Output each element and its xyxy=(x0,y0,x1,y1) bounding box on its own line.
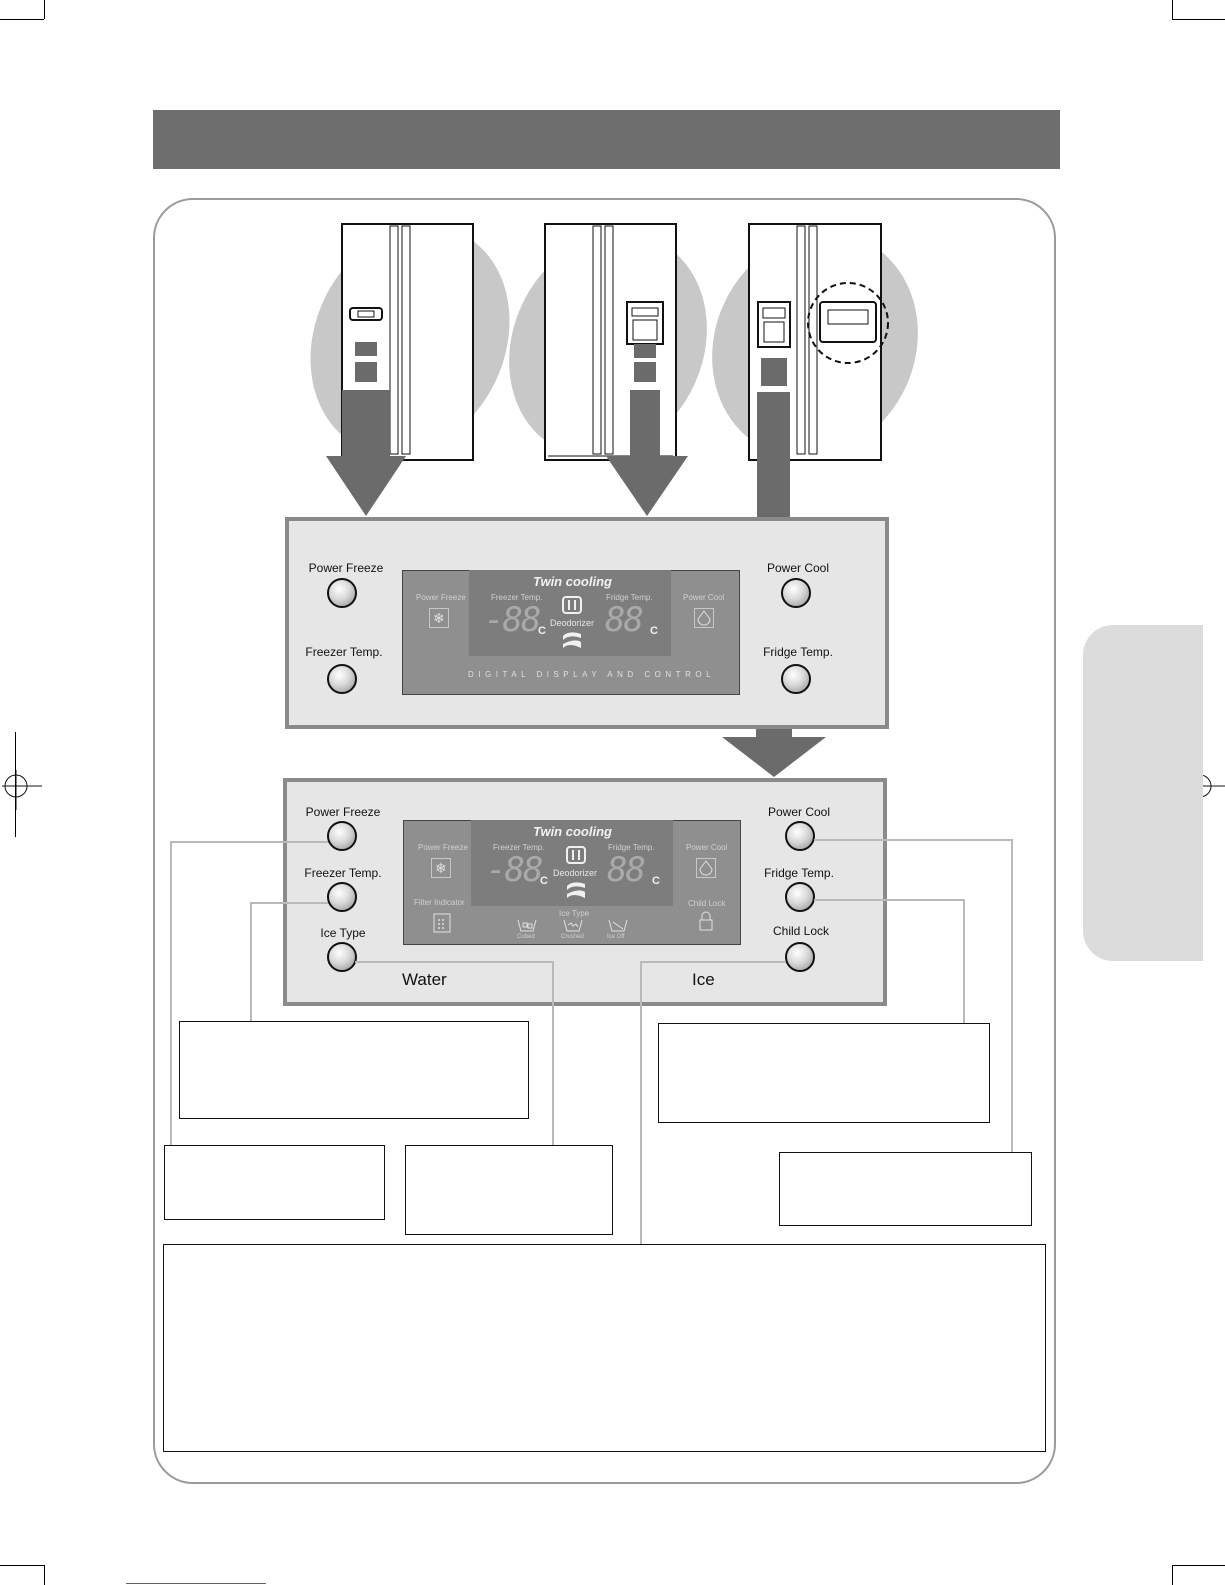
crop-mark xyxy=(44,1565,45,1585)
deodorizer-icon xyxy=(566,846,586,864)
fridge-temp-label: Fridge Temp. xyxy=(763,645,833,659)
deodorizer-label: Deodorizer xyxy=(550,618,595,628)
fridge-temp-button[interactable] xyxy=(785,882,815,912)
ice-off-label: Ice Off xyxy=(607,934,625,940)
crop-mark xyxy=(1172,1565,1225,1566)
crop-mark xyxy=(15,732,16,837)
fridge-temp-digits: 88 xyxy=(607,850,646,890)
svg-text:❄: ❄ xyxy=(433,610,445,626)
footer-link-line xyxy=(126,1583,266,1584)
lcd-power-freeze-label: Power Freeze xyxy=(416,593,466,602)
crop-mark xyxy=(0,19,44,20)
freezer-temp-button[interactable] xyxy=(327,664,357,694)
leader-line xyxy=(963,899,965,1023)
ice-type-label: Ice Type xyxy=(320,926,366,940)
ice-type-button[interactable] xyxy=(327,942,357,972)
freezer-temp-callout xyxy=(179,1021,529,1119)
crop-mark xyxy=(1172,0,1173,19)
crushed-label: Crushed xyxy=(561,934,584,940)
leader-line xyxy=(640,961,786,963)
power-freeze-button[interactable] xyxy=(327,578,357,608)
crop-mark xyxy=(0,1565,44,1566)
fridge-unit: C xyxy=(650,625,658,637)
power-cool-button[interactable] xyxy=(785,821,815,851)
deodorizer-icon xyxy=(562,596,582,614)
lcd-freezer-temp-label: Freezer Temp. xyxy=(491,593,543,602)
lock-icon xyxy=(698,911,714,931)
lcd-power-cool-label: Power Cool xyxy=(683,593,725,602)
power-cool-icon xyxy=(694,608,714,628)
leader-line xyxy=(250,902,252,1021)
crop-mark xyxy=(1172,1565,1173,1585)
crop-mark xyxy=(1172,19,1225,20)
wave-icon xyxy=(565,880,587,900)
lcd-child-lock-label: Child Lock xyxy=(688,899,726,908)
power-cool-callout xyxy=(779,1152,1032,1226)
crop-mark xyxy=(44,0,45,19)
section-header-bar xyxy=(153,110,1060,169)
lcd-ice-type-label: Ice Type xyxy=(559,909,590,918)
power-cool-button[interactable] xyxy=(781,578,811,608)
side-chapter-tab xyxy=(1083,625,1203,961)
child-lock-label: Child Lock xyxy=(772,924,830,938)
power-freeze-label: Power Freeze xyxy=(305,805,381,819)
down-arrow xyxy=(720,729,828,779)
deodorizer-label: Deodorizer xyxy=(553,868,598,878)
svg-text:❄: ❄ xyxy=(435,860,447,876)
leader-line xyxy=(355,961,553,963)
cubed-label: Cubed xyxy=(517,934,535,940)
fridge-unit: C xyxy=(652,875,660,887)
freezer-unit: C xyxy=(538,625,546,637)
leader-line xyxy=(1011,839,1013,1152)
lcd-fridge-temp-label: Fridge Temp. xyxy=(606,593,653,602)
child-lock-button[interactable] xyxy=(785,942,815,972)
fridge-illustrations xyxy=(290,220,930,520)
lcd-freezer-temp-label: Freezer Temp. xyxy=(493,843,545,852)
lcd-power-cool-label: Power Cool xyxy=(686,843,728,852)
lcd-fridge-temp-label: Fridge Temp. xyxy=(608,843,655,852)
display-caption: DIGITAL DISPLAY AND CONTROL xyxy=(468,670,716,679)
freezer-temp-digits: -88 xyxy=(484,600,541,640)
leader-line xyxy=(170,841,172,1145)
cubed-ice-icon xyxy=(516,918,538,932)
freezer-unit: C xyxy=(540,875,548,887)
wave-icon xyxy=(561,630,583,650)
leader-line xyxy=(814,839,1012,841)
child-lock-callout xyxy=(163,1244,1046,1452)
content-frame xyxy=(153,198,1056,1484)
ice-label: Ice xyxy=(692,970,715,989)
fridge-temp-callout xyxy=(658,1023,990,1123)
freezer-temp-label: Freezer Temp. xyxy=(304,866,382,880)
registration-mark-left xyxy=(2,770,42,810)
power-cool-icon xyxy=(696,858,716,878)
power-freeze-button[interactable] xyxy=(327,821,357,851)
freezer-temp-digits: -88 xyxy=(486,850,543,890)
power-cool-label: Power Cool xyxy=(767,805,831,819)
fridge-temp-digits: 88 xyxy=(605,600,644,640)
freezer-temp-button[interactable] xyxy=(327,882,357,912)
lcd-power-freeze-label: Power Freeze xyxy=(418,843,468,852)
leader-line xyxy=(814,899,964,901)
freezer-temp-label: Freezer Temp. xyxy=(305,645,383,659)
power-freeze-label: Power Freeze xyxy=(308,561,384,575)
twin-cooling-title: Twin cooling xyxy=(533,574,612,589)
water-label: Water xyxy=(402,970,447,989)
twin-cooling-title: Twin cooling xyxy=(533,824,612,839)
snowflake-icon: ❄ xyxy=(429,608,449,628)
filter-indicator-label: Filter Indicator xyxy=(414,898,465,907)
fridge-temp-button[interactable] xyxy=(781,664,811,694)
power-freeze-callout xyxy=(164,1145,385,1220)
filter-icon xyxy=(433,913,451,933)
snowflake-icon: ❄ xyxy=(431,858,451,878)
fridge-temp-label: Fridge Temp. xyxy=(764,866,834,880)
leader-line xyxy=(552,961,554,1145)
leader-line xyxy=(250,902,328,904)
power-cool-label: Power Cool xyxy=(766,561,830,575)
ice-off-icon xyxy=(607,918,629,932)
leader-line xyxy=(170,841,328,843)
ice-type-callout xyxy=(405,1145,613,1235)
leader-line xyxy=(640,961,642,1244)
crushed-ice-icon xyxy=(562,918,584,932)
